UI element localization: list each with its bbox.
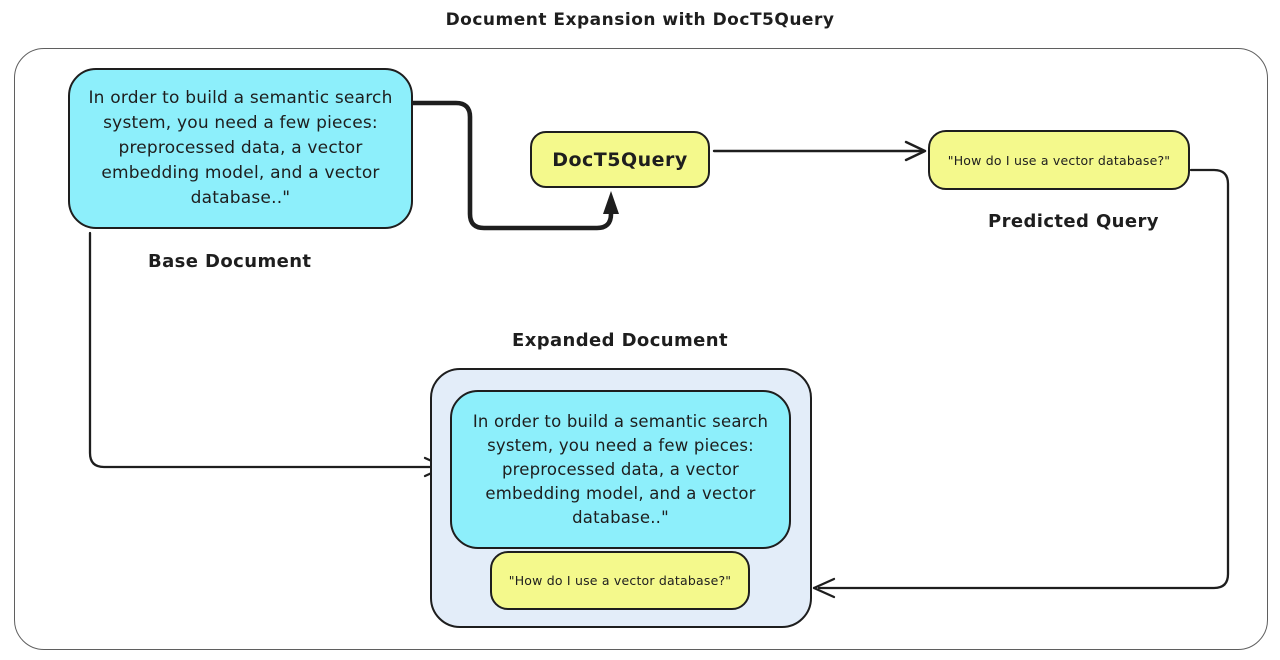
doct5query-node: DocT5Query — [530, 131, 710, 188]
base-document-text: In order to build a semantic search syst… — [88, 88, 393, 208]
expanded-query-text: "How do I use a vector database?" — [508, 573, 732, 588]
predicted-query-box: "How do I use a vector database?" — [928, 130, 1190, 190]
base-document-box: In order to build a semantic search syst… — [68, 68, 413, 229]
doct5query-label: DocT5Query — [552, 148, 688, 171]
expanded-document-text: In order to build a semantic search syst… — [472, 411, 769, 527]
base-document-label: Base Document — [148, 251, 312, 272]
expanded-query-box: "How do I use a vector database?" — [490, 551, 750, 610]
diagram-title: Document Expansion with DocT5Query — [445, 10, 835, 30]
expanded-document-label: Expanded Document — [512, 330, 728, 351]
predicted-query-label: Predicted Query — [988, 211, 1159, 232]
expanded-document-text-box: In order to build a semantic search syst… — [450, 390, 791, 549]
predicted-query-text: "How do I use a vector database?" — [947, 152, 1171, 168]
